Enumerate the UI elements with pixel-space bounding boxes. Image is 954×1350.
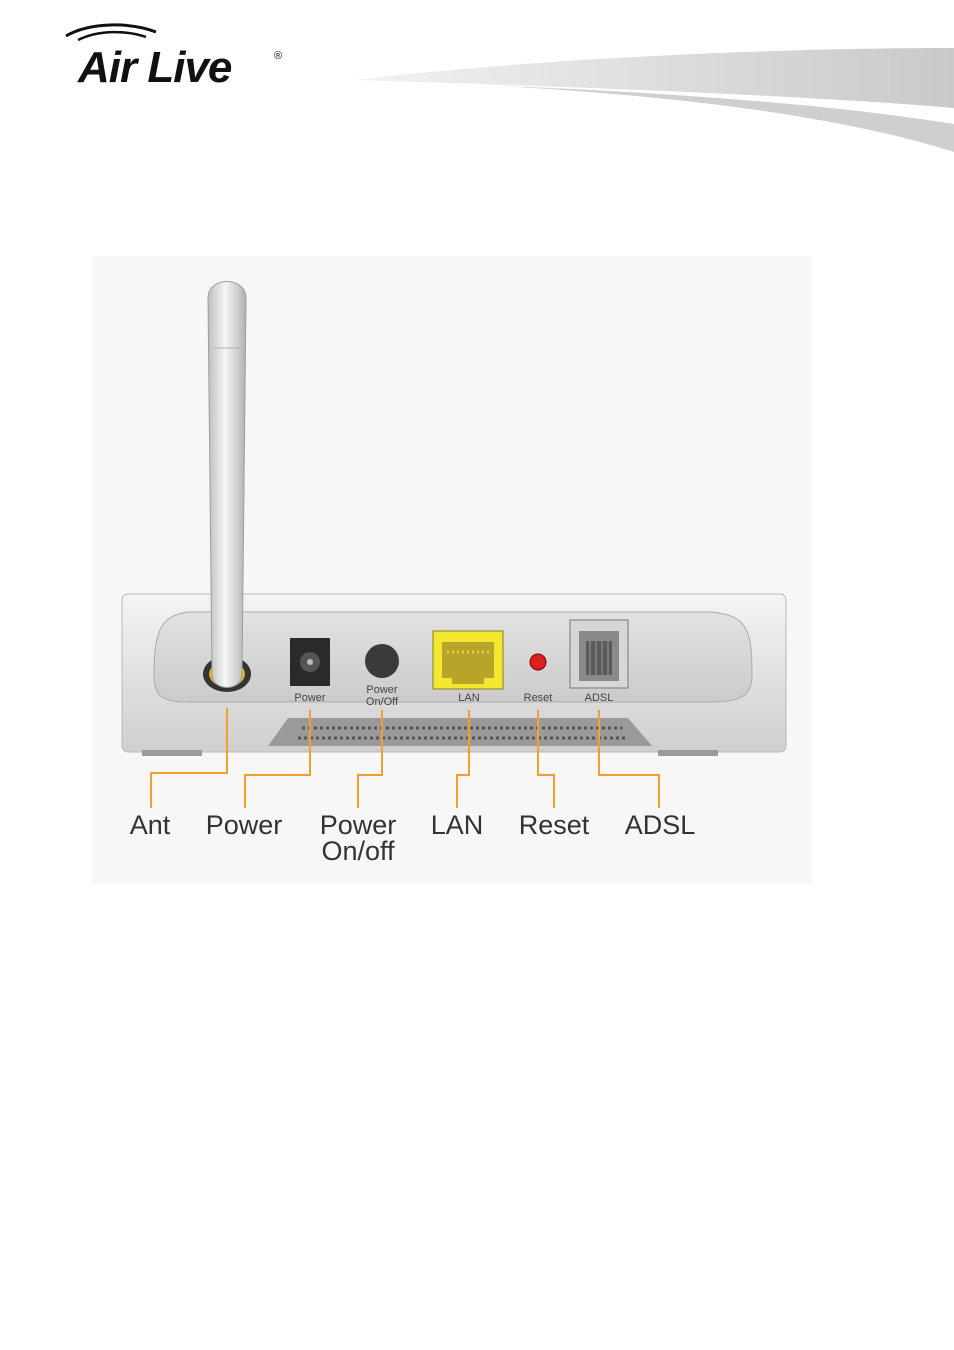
port-label-adsl: ADSL (585, 692, 614, 704)
callout-label-power-onoff-2: On/off (321, 836, 395, 866)
callout-label-adsl: ADSL (625, 810, 696, 840)
power-jack (290, 638, 330, 686)
port-label-power-onoff-1: Power (366, 684, 398, 696)
router-rear-panel-figure: Power Power On/Off LAN Reset (92, 256, 812, 884)
callout-label-lan: LAN (431, 810, 484, 840)
adsl-port (570, 620, 628, 688)
power-onoff-button (365, 644, 399, 678)
callout-label-reset: Reset (519, 810, 590, 840)
port-label-reset: Reset (524, 692, 553, 704)
lan-port (433, 631, 503, 689)
port-label-lan: LAN (458, 692, 479, 704)
logo-registered-mark: ® (274, 50, 282, 62)
reset-button (530, 654, 546, 670)
port-label-power: Power (294, 692, 326, 704)
callout-label-power: Power (206, 810, 283, 840)
logo-text: Air Live (78, 46, 231, 90)
callout-label-ant: Ant (130, 810, 171, 840)
port-label-power-onoff-2: On/Off (366, 696, 399, 708)
router-diagram: Power Power On/Off LAN Reset (92, 256, 812, 884)
airlive-logo: Air Live ® (60, 20, 300, 95)
